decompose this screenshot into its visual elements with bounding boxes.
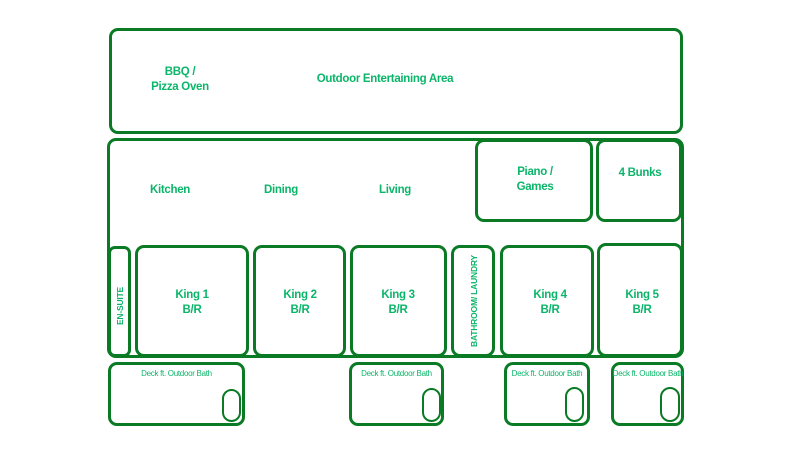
- deck-1-label: Deck ft. Outdoor Bath: [141, 369, 212, 378]
- ensuite-room: [108, 246, 131, 357]
- bathroom-laundry-label: BATHROOM/ LAUNDRY: [469, 255, 479, 347]
- king4-label: King 4 B/R: [533, 289, 567, 316]
- king4-bedroom: [500, 245, 594, 357]
- outdoor-bath-3: [565, 387, 584, 422]
- king2-bedroom: [253, 245, 346, 357]
- king2-label: King 2 B/R: [283, 289, 317, 316]
- king5-label: King 5 B/R: [625, 289, 659, 316]
- bbq-pizza-oven-label: BBQ / Pizza Oven: [151, 66, 209, 93]
- deck-2-label: Deck ft. Outdoor Bath: [361, 369, 432, 378]
- outdoor-bath-2: [422, 388, 441, 422]
- king3-bedroom: [350, 245, 447, 357]
- bunks-label: 4 Bunks: [618, 167, 662, 179]
- deck-4-label: Deck ft. Outdoor Bath: [612, 369, 684, 378]
- kitchen-label: Kitchen: [149, 184, 191, 196]
- king5-bedroom: [597, 243, 683, 357]
- outdoor-entertaining-area: [109, 28, 683, 134]
- bunk-room: [596, 139, 682, 222]
- living-label: Living: [378, 184, 412, 196]
- piano-games-room: [475, 139, 593, 222]
- outdoor-bath-4: [660, 387, 680, 422]
- king1-bedroom: [135, 245, 249, 357]
- outdoor-bath-1: [222, 389, 241, 422]
- deck-3-label: Deck ft. Outdoor Bath: [511, 369, 583, 378]
- bathroom-laundry-room: [451, 245, 495, 357]
- outdoor-area-label: Outdoor Entertaining Area: [316, 73, 454, 85]
- ensuite-label: EN-SUITE: [115, 286, 125, 326]
- piano-games-label: Piano / Games: [516, 166, 554, 193]
- king3-label: King 3 B/R: [381, 289, 415, 316]
- dining-label: Dining: [264, 184, 298, 196]
- king1-label: King 1 B/R: [175, 289, 209, 316]
